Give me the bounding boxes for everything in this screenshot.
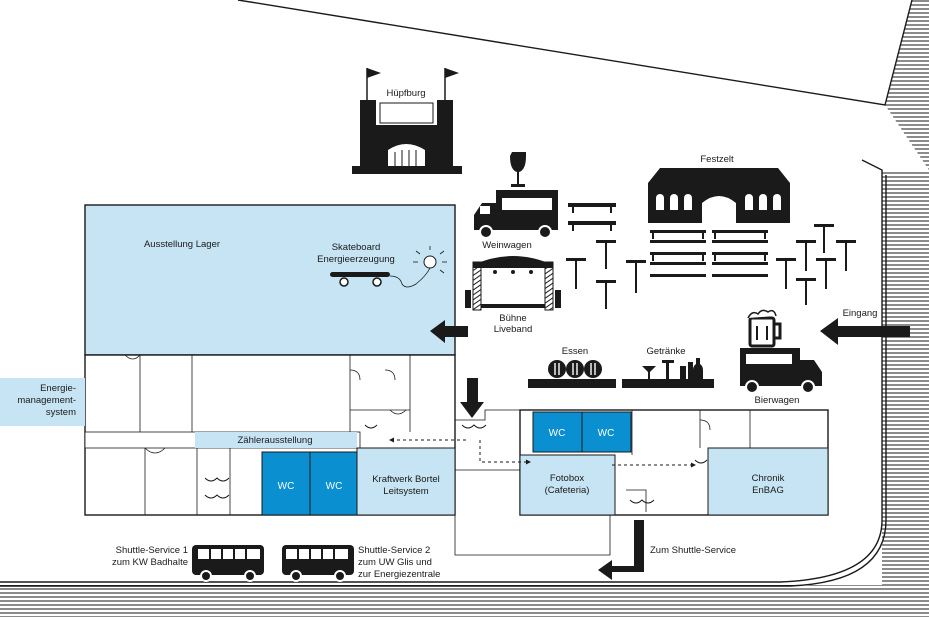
ems-label-1: Energie- bbox=[40, 383, 76, 394]
wine-truck-icon bbox=[474, 152, 558, 239]
route-path bbox=[389, 437, 696, 468]
bouncy-castle-icon bbox=[352, 68, 462, 174]
huepfburg-label: Hüpfburg bbox=[386, 88, 425, 99]
zaehler-label: Zählerausstellung bbox=[238, 435, 313, 446]
getraenke-label: Getränke bbox=[646, 346, 685, 357]
ems-label-3: system bbox=[46, 407, 76, 418]
benches-icon bbox=[568, 203, 768, 277]
light-bulb-icon bbox=[413, 246, 447, 274]
buehne-label-1: Bühne bbox=[499, 313, 526, 324]
zum-shuttle-label: Zum Shuttle-Service bbox=[650, 545, 736, 556]
connector-corridor bbox=[454, 409, 611, 556]
beer-truck-icon bbox=[740, 309, 822, 394]
ausstellung-lager-area bbox=[84, 204, 456, 356]
door-icon bbox=[204, 424, 708, 504]
essen-label: Essen bbox=[562, 346, 588, 357]
food-counter bbox=[528, 379, 616, 388]
wc-label-3: WC bbox=[549, 428, 566, 439]
festzelt-label: Festzelt bbox=[700, 154, 734, 165]
kraftwerk-label-2: Leitsystem bbox=[383, 486, 428, 497]
shuttle1-label-2: zum KW Badhalte bbox=[112, 557, 188, 568]
standing-tables-icon bbox=[566, 224, 856, 309]
eingang-label: Eingang bbox=[843, 308, 878, 319]
wc-label-4: WC bbox=[598, 428, 615, 439]
kraftwerk-area bbox=[356, 447, 456, 516]
bus-icon bbox=[192, 545, 264, 582]
kraftwerk-label-1: Kraftwerk Bortel bbox=[372, 474, 440, 485]
shuttle2-label-3: zur Energiezentrale bbox=[358, 569, 440, 580]
ausstellung-lager-label: Ausstellung Lager bbox=[144, 239, 220, 250]
skateboard-icon bbox=[330, 267, 431, 288]
skateboard-label-1: Skateboard bbox=[332, 242, 381, 253]
arrow-icon bbox=[430, 318, 910, 580]
fotobox-label-2: (Cafeteria) bbox=[545, 485, 590, 496]
chronik-label-2: EnBAG bbox=[752, 485, 784, 496]
chronik-label-1: Chronik bbox=[752, 473, 785, 484]
shuttle2-label-1: Shuttle-Service 2 bbox=[358, 545, 430, 556]
ems-area bbox=[0, 378, 85, 426]
stage-icon bbox=[465, 256, 561, 311]
food-icon bbox=[548, 360, 602, 378]
drinks-icon bbox=[642, 358, 703, 379]
bus-icon bbox=[282, 545, 354, 582]
shuttle1-label-1: Shuttle-Service 1 bbox=[116, 545, 188, 556]
weinwagen-label: Weinwagen bbox=[482, 240, 531, 251]
buehne-label-2: Liveband bbox=[494, 324, 533, 335]
wc-label-2: WC bbox=[326, 481, 343, 492]
ems-label-2: management- bbox=[17, 395, 76, 406]
festival-tent-icon bbox=[648, 168, 790, 223]
shuttle2-label-2: zum UW Glis und bbox=[358, 557, 432, 568]
skateboard-label-2: Energieerzeugung bbox=[317, 254, 395, 265]
fotobox-label-1: Fotobox bbox=[550, 473, 585, 484]
drinks-counter bbox=[622, 379, 714, 388]
bierwagen-label: Bierwagen bbox=[755, 395, 800, 406]
wc-label-1: WC bbox=[278, 481, 295, 492]
